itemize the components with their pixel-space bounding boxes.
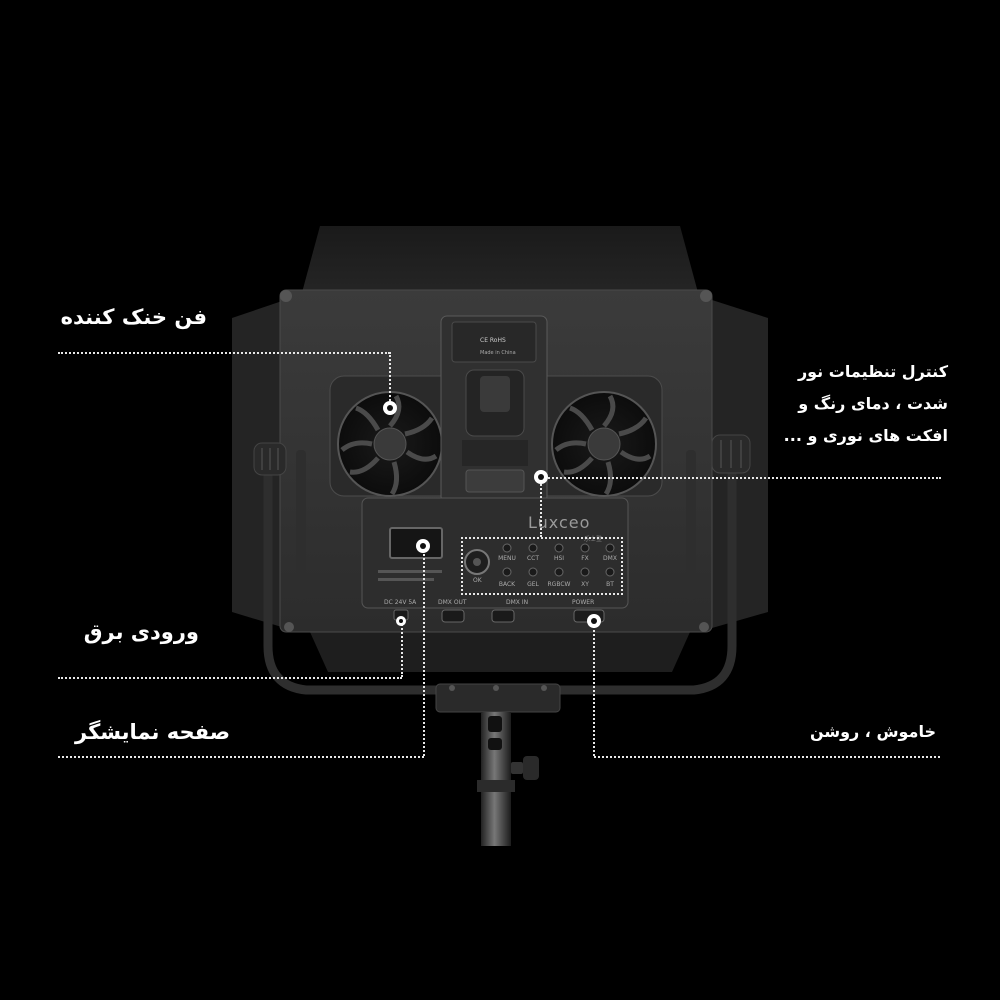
tilt-knob-right[interactable] [711, 434, 751, 474]
port-label-power: POWER [572, 599, 594, 606]
barn-door-bottom [310, 632, 690, 672]
label-light-control-line-3: افکت های نوری و ... [783, 426, 948, 445]
label-light-control-line-1: کنترل تنظیمات نور [797, 362, 948, 381]
cooling-fan-left [337, 391, 443, 497]
v-mount-battery-plate [440, 315, 548, 503]
certification-marks: CE RoHS [480, 337, 506, 344]
button-grid: MENU CCT HSI FX DMX BACK GEL RGBCW XY BT [498, 543, 617, 588]
panel-button-xy[interactable] [580, 567, 590, 577]
panel-button-label: BT [606, 581, 614, 588]
leader-fan-h [58, 352, 390, 354]
leader-power-input-v [401, 621, 403, 677]
panel-button-menu[interactable] [502, 543, 512, 553]
label-cooling-fan: فن خنک کننده [60, 305, 207, 329]
panel-button-label: RGBCW [548, 581, 571, 588]
knob-label: OK [473, 577, 483, 584]
panel-button-label: BACK [499, 581, 516, 588]
yoke-arms [296, 450, 696, 600]
panel-button-rgbcw[interactable] [554, 567, 564, 577]
leader-power-switch-h [594, 756, 940, 758]
port-label-dmx-in: DMX IN [506, 599, 528, 606]
callout-dot-control [534, 470, 548, 484]
panel-button-label: XY [581, 581, 589, 588]
label-light-control-line-2: شدت ، دمای رنگ و [798, 394, 948, 413]
panel-button-label: FX [581, 555, 589, 562]
callout-dot-power-input [396, 616, 406, 626]
panel-button-fx[interactable] [580, 543, 590, 553]
panel-button-hsi[interactable] [554, 543, 564, 553]
callout-dot-power-switch [587, 614, 601, 628]
barn-door-top [300, 226, 700, 300]
label-power-switch: خاموش ، روشن [809, 722, 936, 741]
callout-dot-display [416, 539, 430, 553]
label-light-control: کنترل تنظیمات نور شدت ، دمای رنگ و افکت … [784, 356, 948, 452]
panel-button-dmx[interactable] [605, 543, 615, 553]
panel-button-label: GEL [527, 581, 539, 588]
brand-logo: Luxceo [528, 513, 590, 532]
leader-display-h [58, 756, 424, 758]
panel-button-gel[interactable] [528, 567, 538, 577]
leader-display-v [423, 546, 425, 756]
panel-button-label: MENU [498, 555, 516, 562]
tilt-knob-left[interactable] [253, 442, 287, 476]
leader-power-input-h [58, 677, 402, 679]
leader-control-h [541, 477, 941, 479]
label-power-input: ورودی برق [83, 620, 199, 644]
panel-button-back[interactable] [502, 567, 512, 577]
control-highlight-box [461, 537, 623, 595]
panel-button-cct[interactable] [528, 543, 538, 553]
brand-logo-cn: 乐士登 [584, 535, 602, 543]
port-label-dmx-out: DMX OUT [438, 599, 467, 606]
leader-power-switch-v [593, 621, 595, 756]
light-stand [477, 712, 539, 846]
panel-button-bt[interactable] [605, 567, 615, 577]
callout-dot-fan [383, 401, 397, 415]
cooling-fan-right [551, 391, 657, 497]
panel-button-label: DMX [603, 555, 617, 562]
control-knob[interactable] [464, 549, 490, 575]
panel-button-label: HSI [554, 555, 564, 562]
port-label-dc: DC 24V 5A [384, 599, 417, 606]
leader-fan-v [389, 352, 391, 408]
origin-label: Made in China [480, 350, 516, 356]
label-display-screen: صفحه نمایشگر [75, 720, 230, 744]
leader-control-v [540, 477, 542, 537]
mount-plate [435, 683, 561, 713]
panel-button-label: CCT [527, 555, 539, 562]
